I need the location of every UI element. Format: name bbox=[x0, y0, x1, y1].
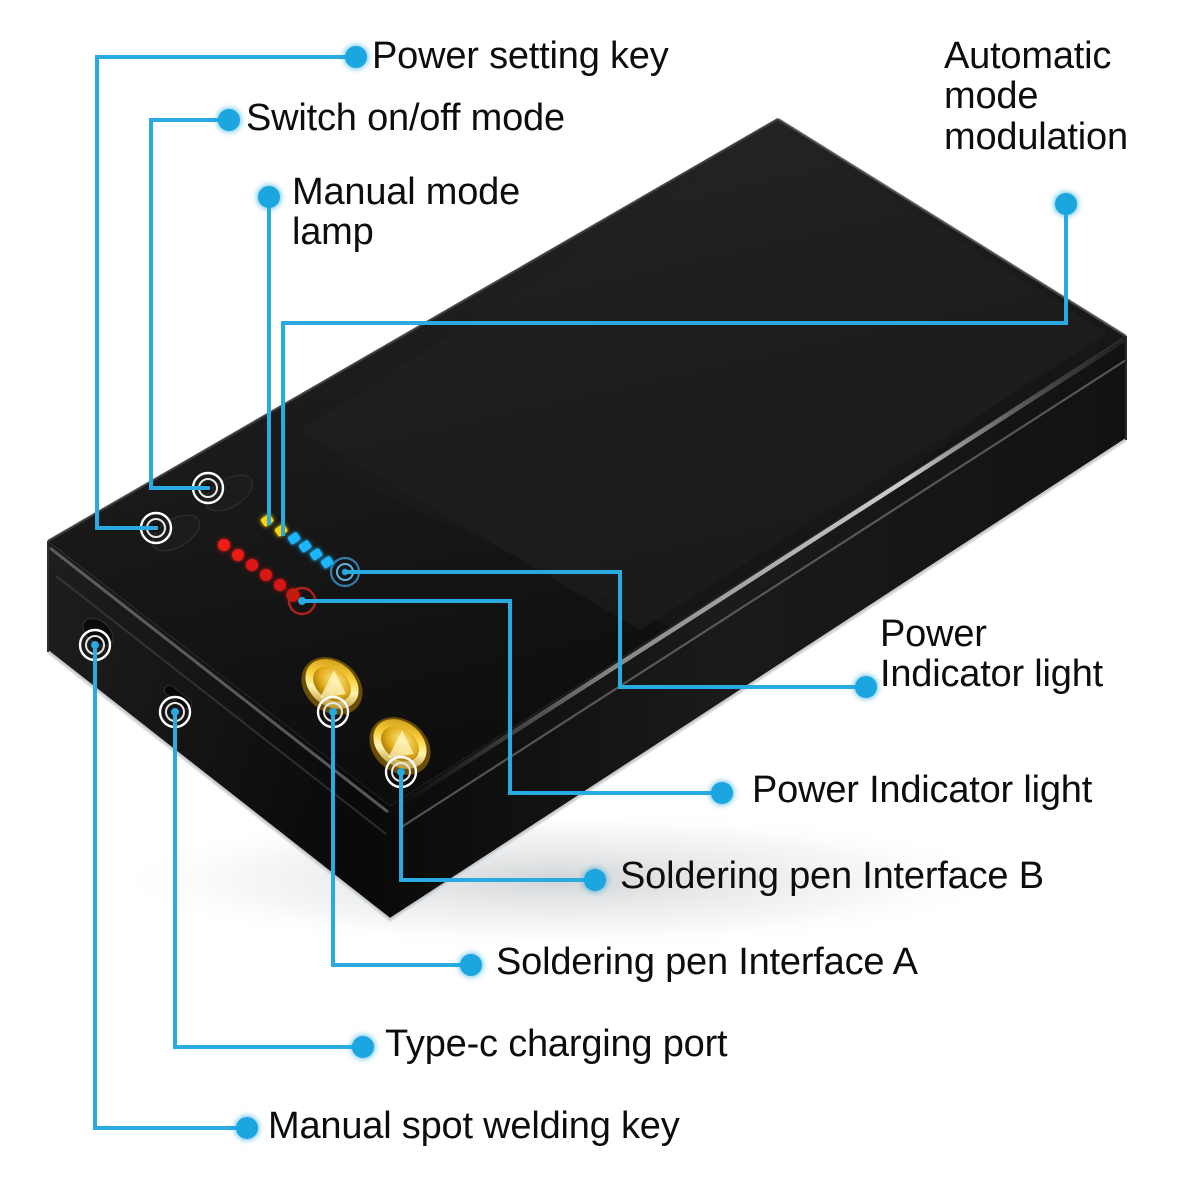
label-power-indicator-light-top: Power Indicator light bbox=[880, 613, 1104, 696]
dot-type-c-charging-port[interactable] bbox=[352, 1036, 374, 1058]
edge-bottom-front bbox=[46, 438, 1127, 923]
dot-power-indicator-light-top[interactable] bbox=[855, 676, 877, 698]
soldering-pen-interface-b-jack[interactable] bbox=[358, 705, 442, 787]
edge-highlight-right-2 bbox=[399, 359, 1127, 829]
dot-switch-on-off-mode[interactable] bbox=[218, 109, 240, 131]
leader-power-indicator-light-top bbox=[343, 570, 868, 689]
dot-manual-mode-lamp[interactable] bbox=[258, 186, 280, 208]
leader-soldering-pen-interface-a bbox=[331, 710, 473, 967]
dot-automatic-mode-modulation[interactable] bbox=[1055, 193, 1077, 215]
label-manual-spot-welding-key: Manual spot welding key bbox=[268, 1105, 680, 1147]
top-face-sheen bbox=[300, 128, 1108, 630]
led-strip-red bbox=[218, 539, 300, 602]
leader-automatic-mode-modulation bbox=[281, 202, 1068, 536]
leader-power-indicator-light-bottom bbox=[300, 599, 724, 795]
dot-soldering-pen-interface-b[interactable] bbox=[584, 869, 606, 891]
dot-power-indicator-light-bottom[interactable] bbox=[711, 782, 733, 804]
label-manual-mode-lamp: Manual mode lamp bbox=[292, 171, 521, 254]
edge-highlight-right bbox=[390, 338, 1126, 812]
dot-manual-spot-welding-key[interactable] bbox=[236, 1117, 258, 1139]
leader-soldering-pen-interface-b bbox=[399, 770, 597, 882]
leader-dots bbox=[218, 46, 1077, 1139]
edge-top-left bbox=[47, 117, 779, 543]
label-type-c-charging-port: Type-c charging port bbox=[385, 1023, 728, 1065]
manual-spot-welding-key-recess[interactable] bbox=[78, 613, 118, 651]
label-switch-on-off-mode: Switch on/off mode bbox=[246, 97, 565, 139]
front-face-ports bbox=[78, 613, 442, 789]
leader-power-setting-key bbox=[95, 55, 358, 530]
device-body bbox=[46, 117, 1127, 923]
leader-type-c-charging-port bbox=[173, 710, 365, 1049]
leader-manual-spot-welding-key bbox=[93, 643, 249, 1130]
label-soldering-pen-interface-a: Soldering pen Interface A bbox=[496, 941, 918, 983]
dot-power-setting-key[interactable] bbox=[345, 46, 367, 68]
device-right-face bbox=[390, 336, 1126, 920]
label-power-indicator-light-bottom: Power Indicator light bbox=[752, 769, 1093, 811]
soldering-pen-interface-a-jack[interactable] bbox=[290, 645, 374, 727]
leader-lines bbox=[93, 55, 1068, 1130]
device-top-face bbox=[48, 119, 1126, 806]
label-power-setting-key: Power setting key bbox=[372, 35, 669, 77]
led-strip-blue bbox=[287, 532, 334, 569]
dot-soldering-pen-interface-a[interactable] bbox=[460, 954, 482, 976]
top-face-sheen-2 bbox=[330, 300, 1050, 640]
label-automatic-mode-modulation: Automatic mode modulation bbox=[944, 35, 1128, 158]
leader-switch-on-off-mode bbox=[149, 118, 231, 490]
label-soldering-pen-interface-b: Soldering pen Interface B bbox=[620, 855, 1044, 897]
top-face-controls bbox=[139, 471, 361, 616]
